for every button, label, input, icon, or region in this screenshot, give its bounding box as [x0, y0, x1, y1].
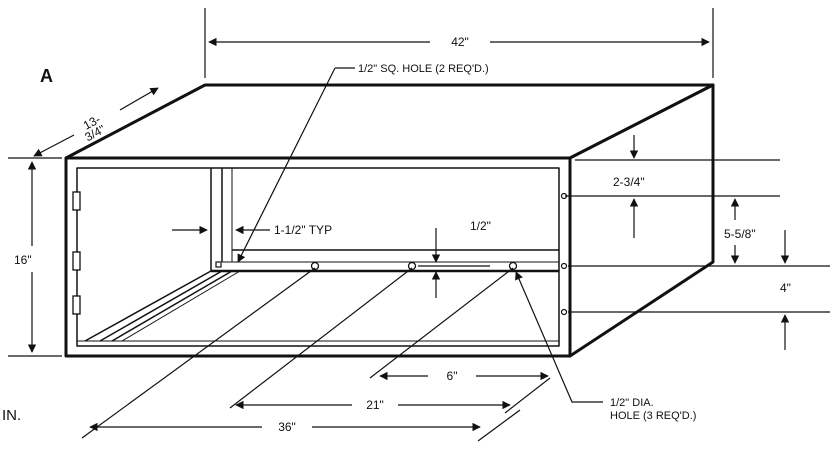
- leader-hole-3: [369, 267, 514, 379]
- box-outline: [64, 83, 715, 358]
- side-text: IN.: [2, 407, 21, 424]
- label-height: 16": [14, 253, 32, 267]
- label-width: 42": [451, 35, 469, 49]
- label-bottom-gap: 4": [780, 281, 791, 295]
- leader-hole-1: [81, 267, 316, 439]
- ext-21-right: [504, 377, 551, 414]
- callout-round-hole-line2: HOLE (3 REQ'D.): [610, 410, 696, 422]
- square-hole: [215, 261, 222, 268]
- floor-rail-1: [84, 270, 212, 342]
- interior-details: [72, 168, 568, 342]
- round-hole-3: [508, 261, 518, 271]
- callout-square-hole: 1/2" SQ. HOLE (2 REQ'D.): [358, 63, 489, 75]
- view-label: A: [40, 66, 53, 86]
- callout-round-hole-line1: 1/2" DIA.: [610, 397, 654, 409]
- round-hole-1: [310, 261, 320, 271]
- front-frame: [64, 156, 572, 358]
- right-hole-3: [560, 308, 568, 316]
- round-hole-2: [407, 261, 417, 271]
- leader-round-hole: [515, 271, 603, 403]
- right-hole-2: [560, 262, 568, 270]
- dimension-lines: [8, 8, 830, 442]
- label-top-gap: 2-3/4": [613, 175, 645, 189]
- label-spacing-36: 36": [278, 420, 296, 434]
- ext-36-right: [477, 409, 521, 442]
- dim-depth-upper: [119, 87, 159, 111]
- label-spacing-6: 6": [447, 369, 458, 383]
- label-hole-offset: 1/2": [470, 219, 491, 233]
- dim-depth-lower: [33, 134, 75, 157]
- floor-rail-4: [121, 270, 241, 342]
- left-bracket-2: [72, 251, 81, 271]
- leader-sq-hole: [237, 67, 336, 263]
- left-bracket-3: [72, 295, 81, 315]
- label-spacing-21: 21": [366, 398, 384, 412]
- floor-rail-3: [111, 270, 233, 342]
- floor-rail-2: [99, 270, 223, 342]
- left-bracket-1: [72, 191, 81, 211]
- leader-hole-2: [229, 267, 413, 409]
- label-wall-thickness: 1-1/2" TYP: [274, 223, 332, 237]
- label-hole-spacing: 5-5/8": [724, 227, 756, 241]
